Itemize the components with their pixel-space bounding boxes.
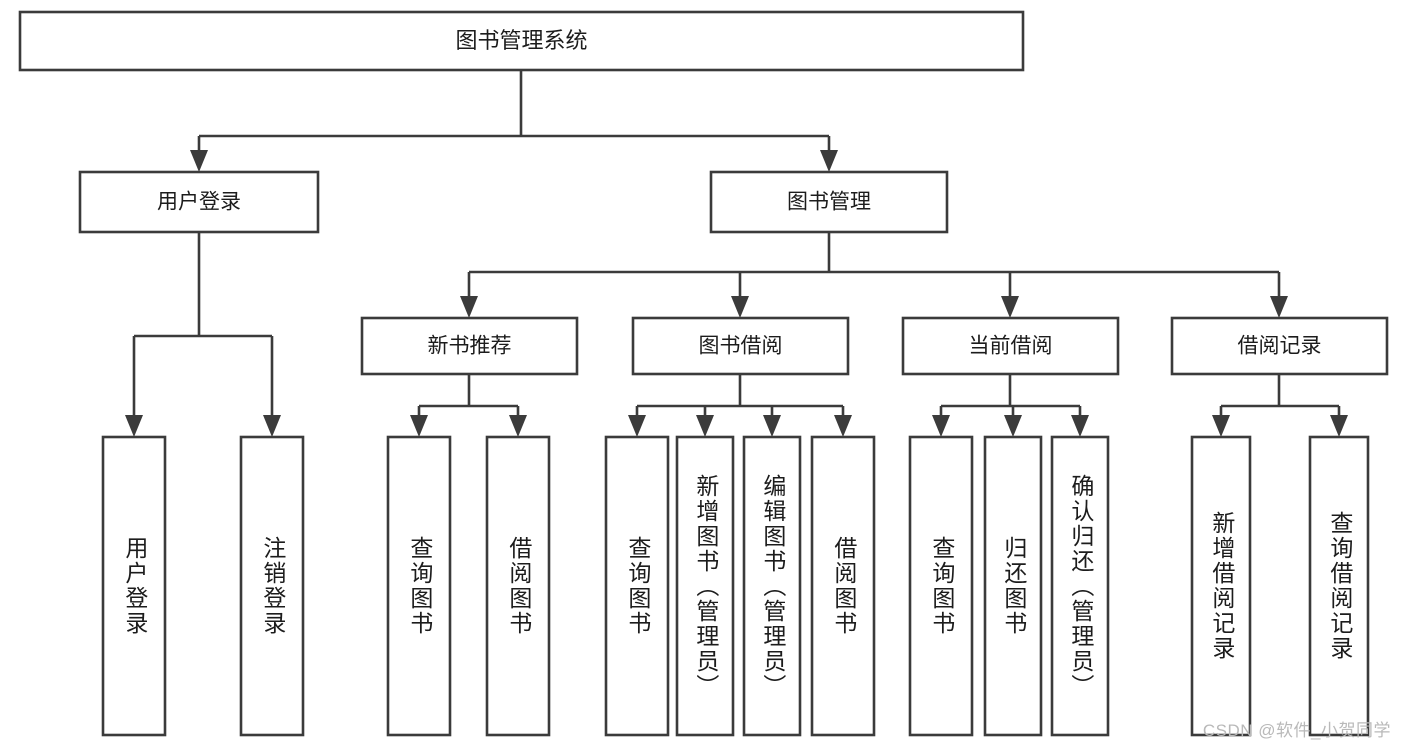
arrow-head-icon [1270,296,1288,318]
root-node-label-root: 图书管理系统 [455,28,587,53]
arrow-head-icon [834,415,852,437]
level2-node-label-user-login: 用户登录 [157,191,241,214]
root-node-root[interactable] [18,10,1025,72]
level3-node-label-book-borrow: 图书借阅 [699,335,783,358]
arrow-head-icon [410,415,428,437]
level2-node-label-book-management: 图书管理 [787,191,871,214]
level3-node-new-book-recommend[interactable] [360,316,579,376]
arrow-head-icon [460,296,478,318]
leaf-node-leaf-user-login[interactable] [101,435,167,737]
arrow-head-icon [1071,415,1089,437]
level2-node-book-management[interactable] [709,170,949,234]
leaf-node-leaf-query-book-borrow[interactable] [604,435,670,737]
arrow-head-icon [509,415,527,437]
arrow-head-icon [1001,296,1019,318]
level3-node-book-borrow[interactable] [631,316,850,376]
leaf-node-leaf-borrow-book[interactable] [810,435,876,737]
level2-node-user-login[interactable] [78,170,320,234]
arrow-head-icon [125,415,143,437]
level3-node-label-borrow-record: 借阅记录 [1238,335,1322,358]
arrow-head-icon [1004,415,1022,437]
connector-layer [125,70,1348,437]
level3-node-current-borrow[interactable] [901,316,1120,376]
arrow-head-icon [763,415,781,437]
arrow-head-icon [263,415,281,437]
leaf-node-leaf-borrow-book-recommend[interactable] [485,435,551,737]
arrow-head-icon [1330,415,1348,437]
leaf-node-leaf-query-book-current[interactable] [908,435,974,737]
level3-node-borrow-record[interactable] [1170,316,1389,376]
arrow-head-icon [628,415,646,437]
arrow-head-icon [1212,415,1230,437]
leaf-node-leaf-edit-book-admin[interactable] [742,435,802,737]
arrow-head-icon [190,150,208,172]
leaf-node-leaf-confirm-return-admin[interactable] [1050,435,1110,737]
leaf-node-leaf-add-book-admin[interactable] [675,435,735,737]
arrow-head-icon [731,296,749,318]
arrow-head-icon [932,415,950,437]
node-box-layer [18,10,1389,737]
arrow-head-icon [820,150,838,172]
level3-node-label-new-book-recommend: 新书推荐 [428,335,512,358]
leaf-node-leaf-query-book-recommend[interactable] [386,435,452,737]
leaf-node-leaf-user-logout[interactable] [239,435,305,737]
level3-node-label-current-borrow: 当前借阅 [969,335,1053,358]
leaf-node-leaf-query-borrow-record[interactable] [1308,435,1370,737]
leaf-node-leaf-add-borrow-record[interactable] [1190,435,1252,737]
leaf-node-leaf-return-book[interactable] [983,435,1043,737]
arrow-head-icon [696,415,714,437]
